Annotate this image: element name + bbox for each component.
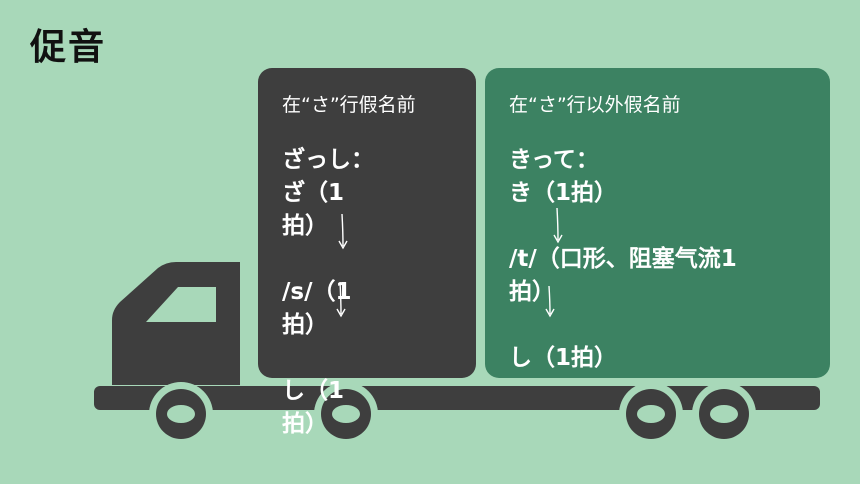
down-arrow-icon <box>553 207 563 244</box>
down-arrow-icon <box>338 213 348 250</box>
card-heading: 在“さ”行以外假名前 <box>509 94 681 116</box>
card-body-text: ざっし： ざ（1 拍） /s/（1 拍） し（1 拍） <box>282 147 374 437</box>
truck-wheel-rear-2 <box>692 382 756 446</box>
down-arrow-icon <box>545 285 555 318</box>
truck-wheel-middle <box>314 382 378 446</box>
card-other-rows: 在“さ”行以外假名前 きって： き（1拍） /t/（口形、阻塞气流1 拍） し（… <box>485 68 830 378</box>
truck-window <box>146 287 216 322</box>
card-body-text: きって： き（1拍） /t/（口形、阻塞气流1 拍） し（1拍） <box>509 147 737 371</box>
card-before-sa-row: 在“さ”行假名前 <box>258 68 476 378</box>
down-arrow-icon <box>336 281 346 318</box>
card-heading: 在“さ”行假名前 <box>282 94 416 116</box>
truck-cab <box>112 262 240 385</box>
slide-title: 促音 <box>30 27 107 68</box>
truck-wheel-front <box>149 382 213 446</box>
truck-wheel-rear-1 <box>619 382 683 446</box>
